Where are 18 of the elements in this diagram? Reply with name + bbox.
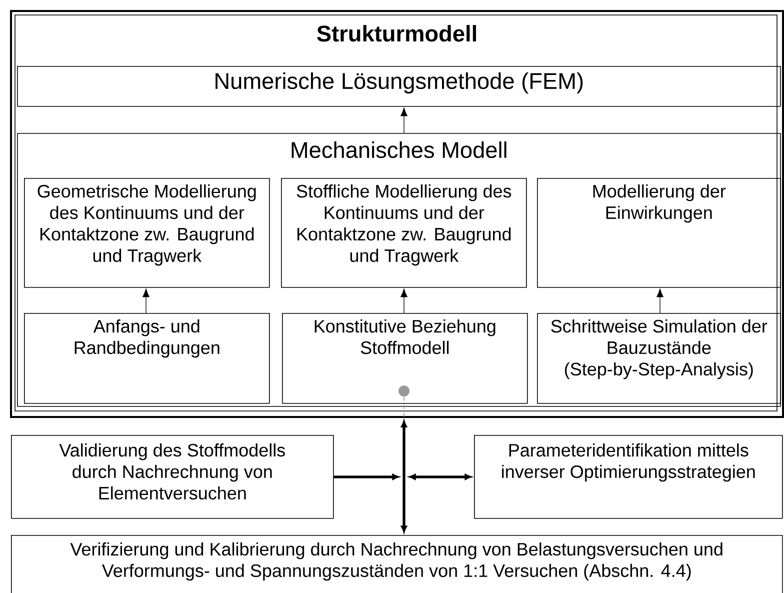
process-box: Schrittweise Simulation der Bauzustände (Step-by-Step-Analysis)	[537, 313, 781, 404]
process-box: Parameteridentifikation mittels inverser Optimierungsstrategien	[474, 435, 783, 519]
arrow	[400, 288, 408, 314]
dot	[398, 386, 410, 396]
process-box: Verifizierung und Kalibrierung durch Nachrechnung von Belastungsversuchen und Verformungs- und Spannungszuständen von 1:1 Versuchen (Abschn. 4.4)	[11, 535, 783, 593]
arrow	[400, 108, 408, 134]
arrow	[334, 474, 399, 480]
arrow	[142, 288, 150, 314]
arrow	[409, 474, 472, 480]
arrow	[656, 288, 664, 314]
process-box: Anfangs- und Randbedingungen	[24, 313, 270, 404]
process-box: Stoffliche Modellierung des Kontinuums und der Kontaktzone zw. Baugrund und Tragwerk	[281, 178, 527, 288]
process-box: Geometrische Modellierung des Kontinuums und der Kontaktzone zw. Baugrund und Tragwerk	[24, 178, 270, 288]
process-box: Modellierung der Einwirkungen	[537, 178, 781, 288]
process-box: Konstitutive Beziehung Stoffmodell	[282, 313, 528, 404]
process-box: Validierung des Stoffmodells durch Nachrechnung von Elementversuchen	[11, 435, 334, 519]
section-box: Numerische Lösungsmethode (FEM)	[17, 66, 781, 107]
arrow	[401, 420, 407, 532]
